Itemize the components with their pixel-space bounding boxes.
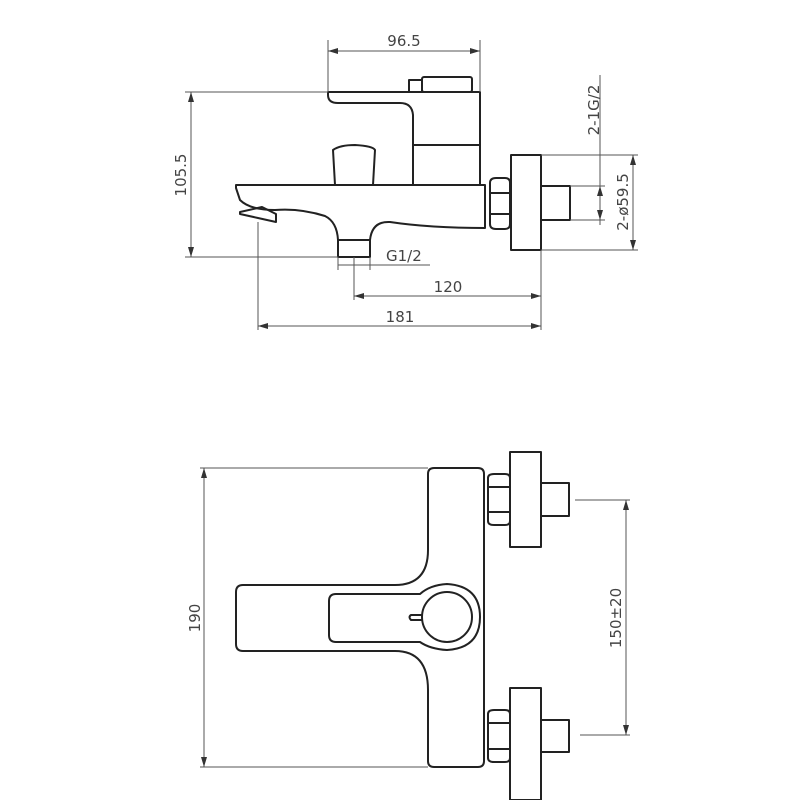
dim-outlet-thread: G1/2 xyxy=(337,247,430,270)
aerator xyxy=(239,206,277,223)
hex-nut-bottom xyxy=(487,709,511,763)
dim-handle-width: 96.5 xyxy=(327,32,481,92)
hex-nut xyxy=(489,177,511,230)
side-view: 96.5 105.5 2-1G/2 2-ø59.5 xyxy=(172,32,638,330)
dim-label-outlet-thread: G1/2 xyxy=(386,247,422,265)
wall-flange xyxy=(510,154,542,251)
hub-indicator xyxy=(408,614,422,621)
dim-flange-diameter: 2-ø59.5 xyxy=(541,154,638,251)
dim-label-height: 105.5 xyxy=(172,154,190,197)
inlet-pipe xyxy=(540,185,571,221)
dim-label-width: 190 xyxy=(186,604,204,633)
dim-inlet-spacing: 150±20 xyxy=(575,499,630,736)
dim-label-total-length: 181 xyxy=(386,308,415,326)
diverter-knob xyxy=(332,144,376,186)
dim-label-inlet-spacing: 150±20 xyxy=(607,588,625,648)
dim-label-flange-diameter: 2-ø59.5 xyxy=(614,173,632,231)
g12-fitting xyxy=(337,239,371,258)
handle-button xyxy=(408,79,423,93)
handle-hub xyxy=(421,591,473,643)
dim-label-inlet-thread: 2-1G/2 xyxy=(585,85,603,136)
dim-width: 190 xyxy=(186,467,428,768)
handle-lever xyxy=(327,91,481,146)
dim-outlet-to-wall: 120 xyxy=(353,250,542,330)
cartridge-body xyxy=(412,144,481,186)
top-view: 190 150±20 xyxy=(186,451,630,800)
wall-flange-bottom xyxy=(509,687,542,800)
hex-nut-top xyxy=(487,473,511,526)
inlet-pipe-bottom xyxy=(540,719,570,753)
dim-total-length: 181 xyxy=(257,222,541,330)
body-with-lever xyxy=(235,467,485,768)
dim-label-handle-width: 96.5 xyxy=(387,32,420,50)
dim-label-outlet-to-wall: 120 xyxy=(434,278,463,296)
dim-inlet-thread: 2-1G/2 xyxy=(570,75,605,225)
faucet-side-outline xyxy=(235,76,571,258)
faucet-top-outline xyxy=(235,451,570,800)
dim-height: 105.5 xyxy=(172,91,338,258)
handle-top xyxy=(421,76,473,93)
lever-slot xyxy=(328,583,481,651)
wall-flange-top xyxy=(509,451,542,548)
inlet-pipe-top xyxy=(540,482,570,517)
